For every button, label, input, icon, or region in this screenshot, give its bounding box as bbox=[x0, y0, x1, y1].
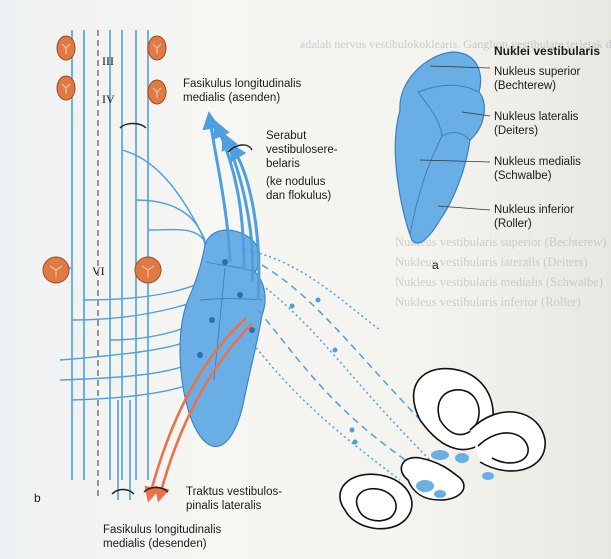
vestibulocerebellar-label-5: dan flokulus) bbox=[266, 190, 331, 204]
panel-a-nuclei bbox=[395, 52, 490, 243]
mlf-asc-bracket bbox=[120, 124, 146, 129]
nucleus-superior-label: Nukleus superior bbox=[494, 66, 580, 80]
mlf-ascending-label-2: medialis (asenden) bbox=[183, 92, 280, 106]
vestibulospinal-label-2: pinalis lateralis bbox=[186, 500, 261, 514]
panel-a-letter: a bbox=[432, 258, 439, 272]
mlf-descending-label-2: medialis (desenden) bbox=[103, 538, 207, 552]
panel-b-letter: b bbox=[34, 491, 41, 505]
nerve-III-label: III bbox=[102, 54, 114, 69]
vestibular-afferents bbox=[245, 250, 440, 480]
mlf-ascending-label-1: Fasikulus longitudinalis bbox=[183, 78, 301, 92]
panel-a-title: Nuklei vestibularis bbox=[494, 45, 600, 59]
nucleus-lateralis-eponym: (Deiters) bbox=[494, 125, 538, 139]
nerve-IV-label: IV bbox=[102, 92, 115, 107]
nucleus-lateralis-label: Nukleus lateralis bbox=[494, 111, 578, 125]
nucleus-shape bbox=[395, 52, 484, 243]
vestibulocerebellar-label-3: belaris bbox=[266, 158, 300, 172]
vestibulocerebellar-label-4: (ke nodulus bbox=[266, 176, 325, 190]
vestibulospinal-label-1: Traktus vestibulos- bbox=[186, 486, 282, 500]
mlf-descending-label-1: Fasikulus longitudinalis bbox=[103, 524, 221, 538]
vestibulocerebellar-label-1: Serabut bbox=[266, 130, 306, 144]
nerve-VI-label: VI bbox=[92, 264, 105, 279]
nucleus-medialis-label: Nukleus medialis bbox=[494, 156, 581, 170]
nucleus-inferior-label: Nukleus inferior bbox=[494, 204, 574, 218]
labyrinth bbox=[340, 369, 545, 529]
nucleus-superior-eponym: (Bechterew) bbox=[494, 80, 556, 94]
vestibulocerebellar-label-2: vestibulosere- bbox=[266, 144, 338, 158]
nucleus-inferior-eponym: (Roller) bbox=[494, 218, 532, 232]
nucleus-medialis-eponym: (Schwalbe) bbox=[494, 170, 552, 184]
